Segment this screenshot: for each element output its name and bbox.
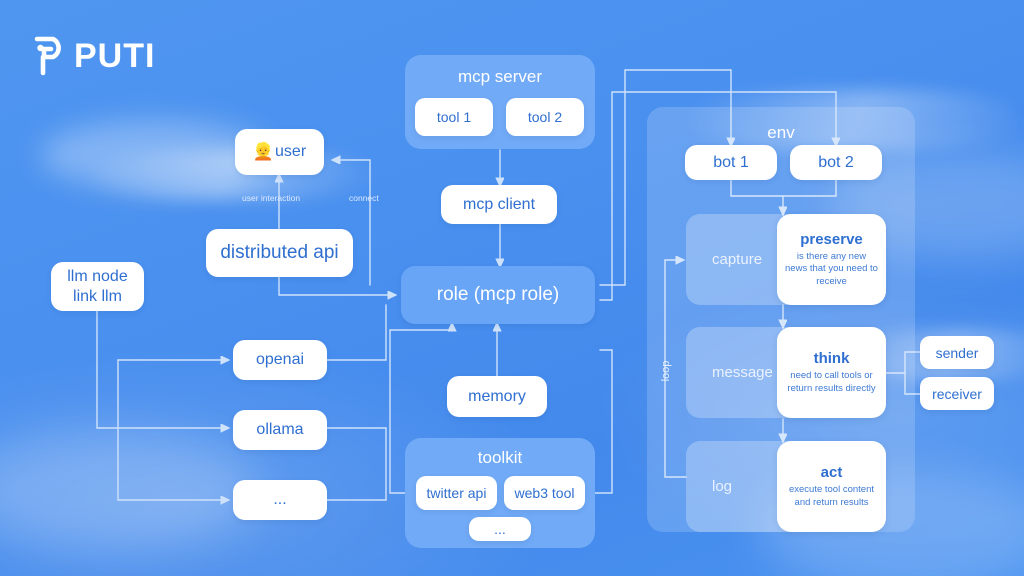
llm-node[interactable]: llm node link llm [51,262,144,311]
toolkit-panel: toolkit twitter api web3 tool ... [405,438,595,548]
role-node-label: role (mcp role) [436,284,560,305]
role-node[interactable]: role (mcp role) [401,266,595,324]
sender-node[interactable]: sender [920,336,994,369]
env-row-log-label: log [712,478,733,495]
mcp-server-panel: mcp server tool 1 tool 2 [405,55,595,149]
llm-node-line2: link llm [73,287,122,305]
memory-node[interactable]: memory [447,376,547,417]
toolkit-title: toolkit [477,448,523,467]
act-card[interactable]: act execute tool content and return resu… [777,441,886,532]
user-emoji-icon: 👱 [252,142,275,161]
preserve-card-subtitle: is there any new news that you need to r… [785,251,878,287]
env-title: env [767,123,795,142]
think-card-title: think [813,350,850,368]
act-card-subtitle: execute tool content and return results [788,484,875,508]
llm-node-line1: llm node [67,267,128,285]
edge-label-user-interaction: user interaction [242,193,301,203]
user-node-label: user [275,143,307,160]
env-row-capture-label: capture [712,251,763,268]
provider-more-node[interactable]: ... [233,480,327,520]
loop-label: loop [660,360,672,382]
web3-tool-node[interactable]: web3 tool [504,476,585,510]
distributed-api-node[interactable]: distributed api [206,229,353,277]
preserve-card[interactable]: preserve is there any new news that you … [777,214,886,305]
mcp-server-title: mcp server [457,67,543,86]
edge-label-connect: connect [349,193,379,203]
openai-node[interactable]: openai [233,340,327,380]
tool-2-node[interactable]: tool 2 [506,98,584,136]
think-card-subtitle: need to call tools or return results dir… [787,370,876,394]
mcp-client-node[interactable]: mcp client [441,185,557,224]
ollama-node[interactable]: ollama [233,410,327,450]
cloud-decoration [40,120,270,190]
light-streak-decoration [90,150,370,200]
bot-1-node[interactable]: bot 1 [685,145,777,180]
receiver-node[interactable]: receiver [920,377,994,410]
think-card[interactable]: think need to call tools or return resul… [777,327,886,418]
bot-2-node[interactable]: bot 2 [790,145,882,180]
twitter-api-node[interactable]: twitter api [416,476,497,510]
preserve-card-title: preserve [800,231,863,249]
brand-logo: PUTI [34,36,155,76]
act-card-title: act [820,464,843,482]
brand-name: PUTI [74,37,156,75]
user-node[interactable]: 👱user [235,129,324,175]
tool-1-node[interactable]: tool 1 [415,98,493,136]
puti-mark-icon [34,36,64,76]
toolkit-more-node[interactable]: ... [469,517,531,541]
env-row-message-label: message [712,364,773,381]
